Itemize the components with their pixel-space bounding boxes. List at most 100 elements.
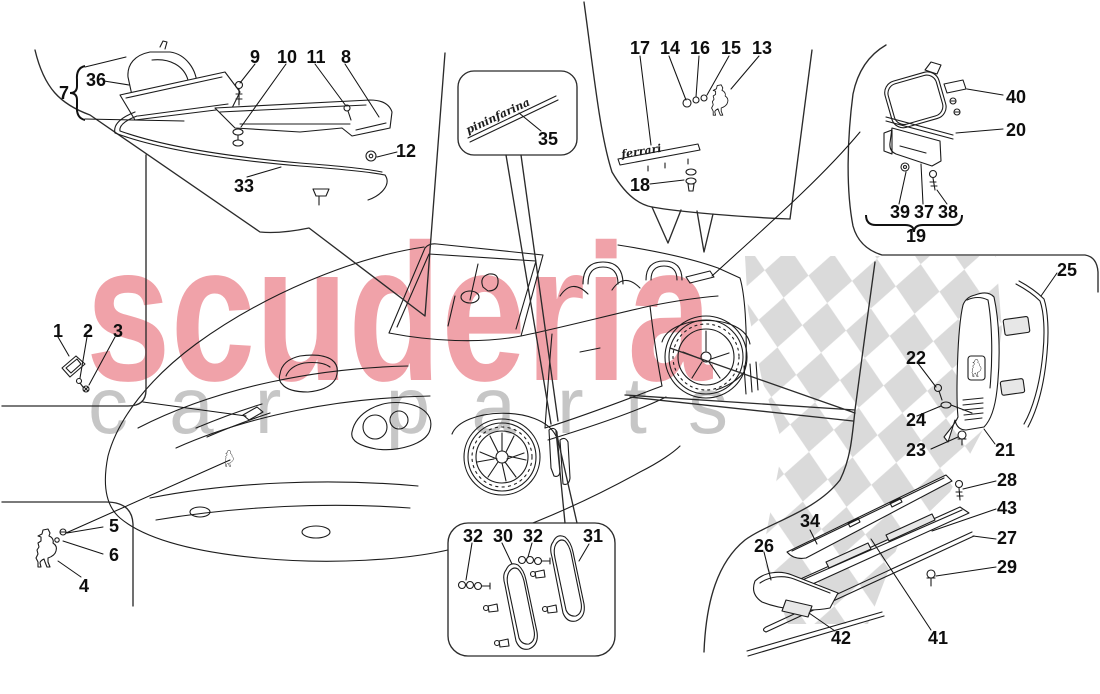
gasket-33	[114, 111, 388, 201]
part-number-34: 34	[800, 511, 820, 531]
screw-11	[343, 104, 352, 121]
bumper-horse-emblem-icon	[224, 450, 234, 467]
sill-insert-b	[885, 513, 936, 542]
part-number-35: 35	[538, 129, 558, 149]
pad-42	[781, 599, 813, 618]
watermark: scuderia car parts	[86, 204, 728, 450]
part-number-32: 32	[463, 526, 483, 546]
nuts-32-right	[517, 555, 551, 566]
screw-9	[234, 80, 244, 106]
part-number-15: 15	[721, 38, 741, 58]
checkered-flag-motif	[745, 256, 1002, 624]
vent-grille-31	[553, 539, 582, 617]
brace-19	[865, 214, 963, 233]
fastener-5	[59, 528, 67, 536]
part-number-6: 6	[109, 545, 119, 565]
plate-40	[943, 79, 967, 94]
group-quarter-trim	[916, 272, 1058, 450]
part-number-9: 9	[250, 47, 260, 67]
part-number-10: 10	[277, 47, 297, 67]
boundary-top-left-region	[34, 49, 446, 317]
boundary-grille-region	[847, 44, 1099, 293]
boundary-part1-region	[1, 154, 147, 407]
trim-left-7	[119, 71, 241, 121]
rear-deck-vent	[685, 270, 715, 284]
part-number-32: 32	[523, 526, 543, 546]
part-number-25: 25	[1057, 260, 1077, 280]
clip-23	[957, 430, 967, 446]
washers-14-16-15	[682, 94, 708, 108]
part-number-18: 18	[630, 175, 650, 195]
sill-trim-34	[786, 474, 953, 559]
grommet-12	[365, 150, 377, 162]
part-number-4: 4	[79, 576, 89, 596]
part-number-33: 33	[234, 176, 254, 196]
part-number-36: 36	[86, 70, 106, 90]
clip-29	[926, 569, 936, 587]
badge-bar-17	[617, 143, 701, 166]
pointer-vent-box	[555, 430, 578, 524]
part-number-5: 5	[109, 516, 119, 536]
pad-upper	[1002, 315, 1031, 336]
part-number-12: 12	[396, 141, 416, 161]
screw-38	[928, 169, 938, 191]
trim-right-8	[214, 99, 393, 137]
watermark-sub-text: car parts	[88, 361, 728, 450]
part-number-16: 16	[690, 38, 710, 58]
part-number-37: 37	[914, 202, 934, 222]
part-number-20: 20	[1006, 120, 1026, 140]
part-number-42: 42	[831, 628, 851, 648]
part-number-7: 7	[59, 83, 69, 103]
group-sill-trims	[746, 474, 997, 657]
pointer-script-region	[651, 206, 714, 253]
callout-stem-35	[505, 154, 559, 425]
part-number-43: 43	[997, 498, 1017, 518]
clip-fastener	[312, 188, 330, 206]
part-number-39: 39	[890, 202, 910, 222]
sill-insert-a	[825, 542, 872, 569]
part-number-22: 22	[906, 348, 926, 368]
part-number-21: 21	[995, 440, 1015, 460]
part-number-31: 31	[583, 526, 603, 546]
part-number-17: 17	[630, 38, 650, 58]
trim-vent-slats	[962, 397, 984, 421]
part-number-41: 41	[928, 628, 948, 648]
pad-lower	[999, 378, 1026, 396]
part-number-1: 1	[53, 321, 63, 341]
ferrari-script-icon: ferrari	[619, 142, 662, 161]
nuts-32-left	[457, 580, 491, 591]
screw-22	[933, 383, 943, 401]
screw-28	[954, 479, 964, 501]
car-illustration	[104, 243, 759, 562]
part-number-8: 8	[341, 47, 351, 67]
nut-39	[900, 162, 910, 172]
group-hood-badge-parts	[57, 336, 247, 417]
watermark-brand-text: scuderia	[86, 204, 713, 422]
badge-bar-35	[467, 95, 559, 143]
part-number-2: 2	[83, 321, 93, 341]
pointer-sill-region	[624, 347, 856, 422]
part-number-24: 24	[906, 410, 926, 430]
part-number-19: 19	[906, 226, 926, 246]
vent-grille-30	[506, 567, 535, 645]
group-ferrari-script: ferrari	[617, 55, 760, 192]
boundary-horse-region	[1, 501, 134, 607]
part-number-14: 14	[660, 38, 680, 58]
sill-gasket-lower	[746, 611, 885, 657]
hood-badge-plate	[242, 406, 264, 421]
part-number-23: 23	[906, 440, 926, 460]
part-number-13: 13	[752, 38, 772, 58]
rod-20	[885, 116, 954, 140]
boundary-script-region	[583, 1, 813, 220]
group-fender-vents	[457, 535, 590, 650]
part-number-38: 38	[938, 202, 958, 222]
part-number-28: 28	[997, 470, 1017, 490]
part-number-29: 29	[997, 557, 1017, 577]
part-number-40: 40	[1006, 87, 1026, 107]
gasket-25	[1015, 280, 1049, 428]
fastener-3	[82, 385, 90, 393]
part-number-27: 27	[997, 528, 1017, 548]
brace-7	[69, 65, 86, 121]
